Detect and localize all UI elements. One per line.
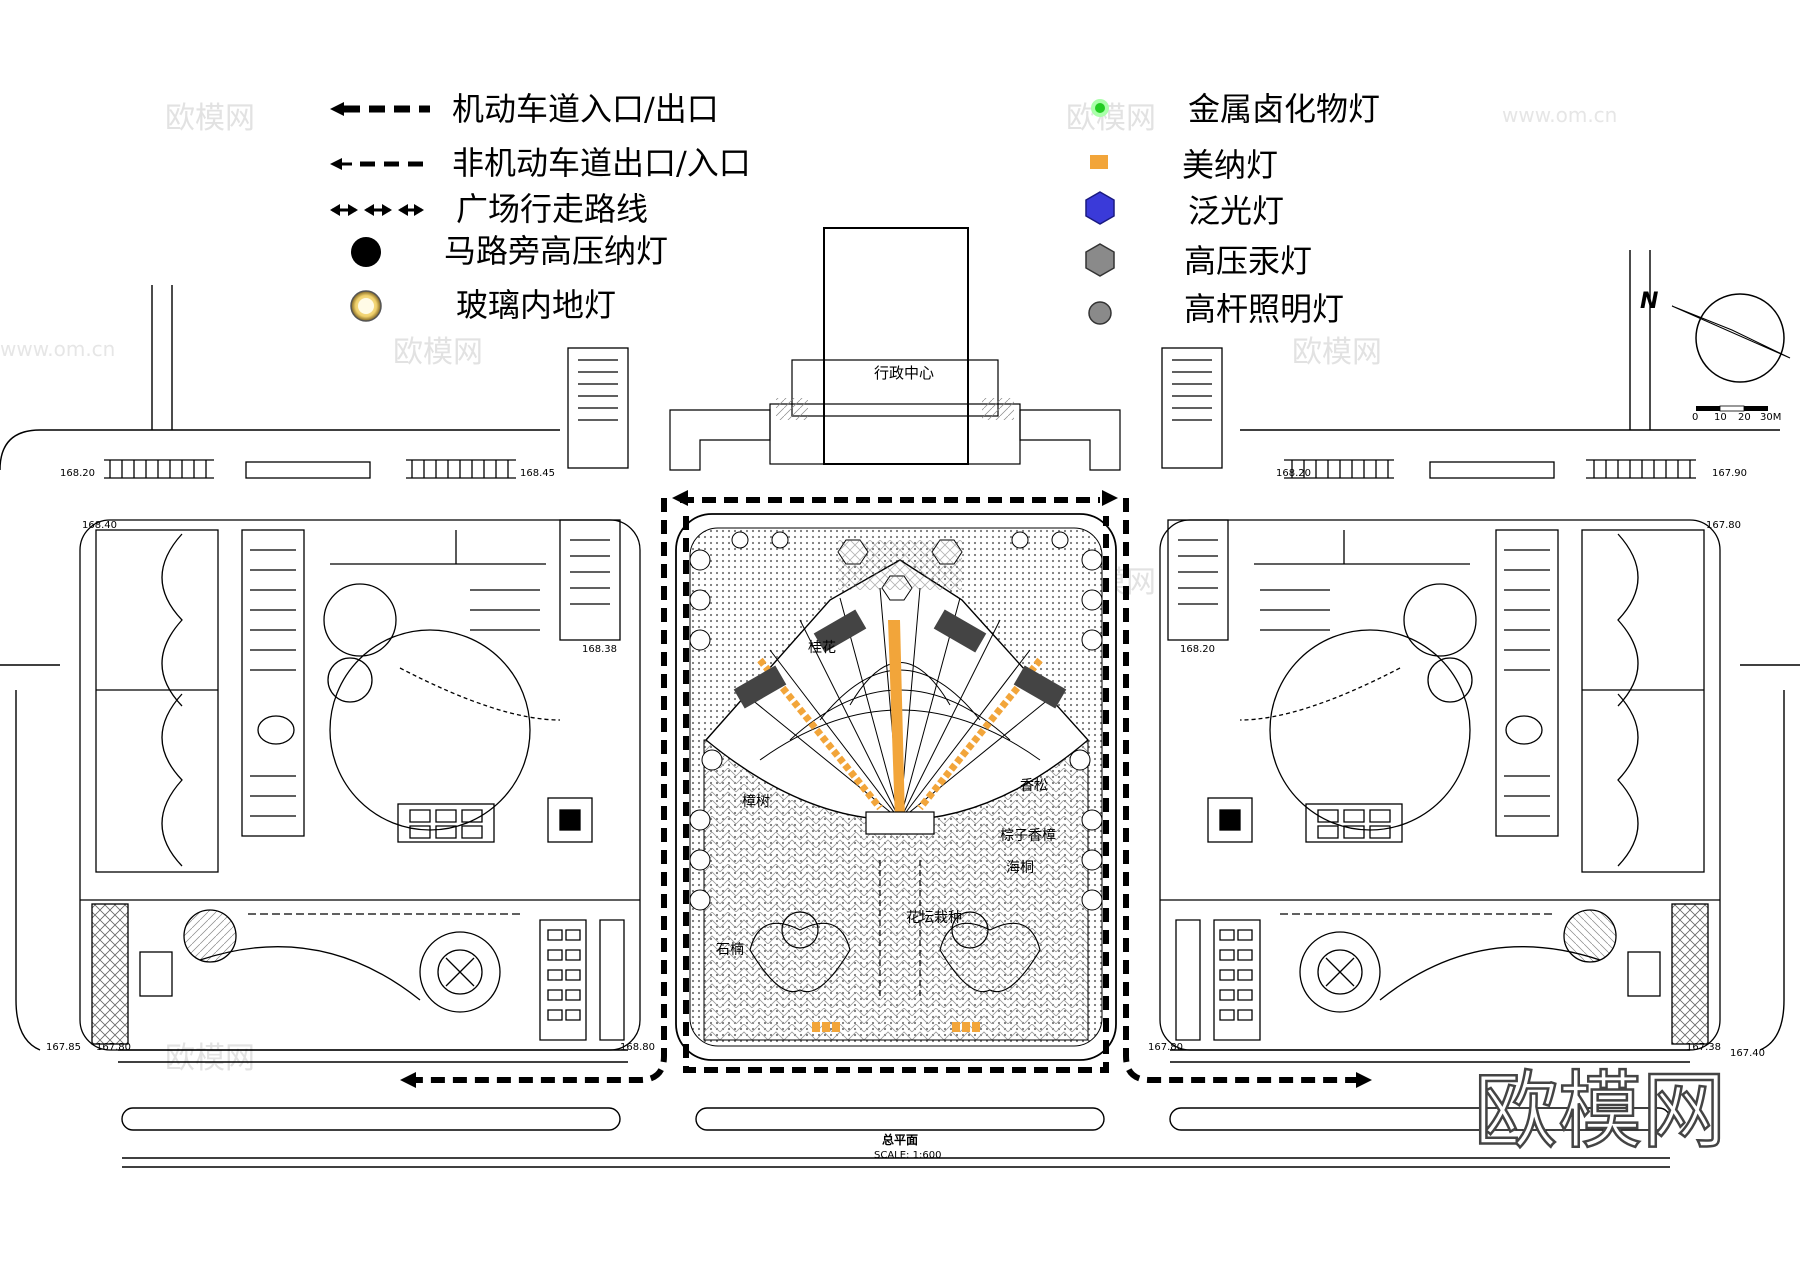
watermark-text: 欧模网 — [1292, 335, 1382, 370]
green-dot-icon — [1095, 103, 1105, 113]
svg-text:167.80: 167.80 — [1148, 1042, 1183, 1053]
road-network — [0, 250, 1800, 1168]
plant-label: 棕子香樟 — [1000, 827, 1056, 844]
legend-left: 机动车道入口/出口 非机动车道出口/入口 广场行走路线 马路旁高压纳灯 玻璃内地… — [330, 90, 751, 324]
legend-label-ground-lamp: 玻璃内地灯 — [456, 286, 616, 324]
svg-text:30M: 30M — [1760, 412, 1781, 423]
svg-text:168.38: 168.38 — [582, 644, 617, 655]
svg-text:167.38: 167.38 — [1686, 1042, 1721, 1053]
plant-label: 石楠 — [716, 942, 744, 958]
admin-building-label: 行政中心 — [874, 364, 934, 382]
plant-label: 海桐 — [1006, 860, 1034, 876]
svg-text:168.80: 168.80 — [620, 1042, 655, 1053]
blue-hexagon-icon — [1085, 191, 1115, 225]
svg-text:167.90: 167.90 — [1712, 468, 1747, 479]
compass-rose: N 0 10 20 30M — [1640, 289, 1791, 423]
svg-text:168.40: 168.40 — [82, 520, 117, 531]
legend-label-mena-lamp: 美纳灯 — [1182, 146, 1278, 184]
scale-bar: 0 10 20 30M — [1692, 405, 1781, 423]
admin-building: 行政中心 — [669, 227, 1121, 471]
right-block — [1159, 459, 1721, 1051]
svg-text:167.80: 167.80 — [96, 1042, 131, 1053]
legend-walk-route-symbol — [330, 204, 424, 216]
elevation-labels: 168.20 168.45 168.20 167.90 168.40 167.8… — [46, 468, 1765, 1059]
svg-text:20: 20 — [1738, 412, 1751, 423]
plant-label: 桂花 — [808, 640, 836, 656]
left-block — [79, 459, 641, 1051]
watermark-text: 欧模网 — [1066, 101, 1156, 136]
svg-text:168.45: 168.45 — [520, 468, 555, 479]
legend-label-roadside-lamp: 马路旁高压纳灯 — [444, 232, 668, 270]
legend-vehicle-entry-symbol — [330, 102, 430, 116]
plan-scale: SCALE: 1:600 — [874, 1150, 941, 1161]
svg-text:167.40: 167.40 — [1730, 1048, 1765, 1059]
vehicle-route — [410, 497, 1360, 1083]
black-dot-icon — [351, 237, 381, 267]
north-label: N — [1640, 289, 1658, 314]
route-arrows — [400, 490, 1372, 1088]
gray-dot-icon — [1088, 301, 1112, 325]
legend-label-metal-halide: 金属卤化物灯 — [1188, 90, 1380, 128]
plant-label: 花坛栽种 — [906, 910, 962, 926]
watermark-url: www.om.cn — [0, 337, 115, 361]
svg-text:0: 0 — [1692, 412, 1698, 423]
legend-label-floodlight: 泛光灯 — [1188, 192, 1284, 230]
orange-square-icon — [1090, 155, 1108, 169]
svg-text:167.80: 167.80 — [1706, 520, 1741, 531]
watermark-text: 欧模网 — [393, 335, 483, 370]
watermark-url: www.om.cn — [1502, 103, 1617, 127]
plant-label: 樟树 — [742, 793, 770, 810]
legend-label-walk-route: 广场行走路线 — [456, 190, 648, 228]
svg-text:167.85: 167.85 — [46, 1042, 81, 1053]
legend-nonvehicle-entry-symbol — [330, 158, 430, 170]
legend-label-mercury-lamp: 高压汞灯 — [1184, 242, 1312, 280]
svg-text:10: 10 — [1714, 412, 1727, 423]
legend-label-vehicle-entry: 机动车道入口/出口 — [452, 90, 719, 128]
legend-label-nonvehicle-entry: 非机动车道出口/入口 — [452, 144, 751, 182]
plant-label: 香松 — [1020, 778, 1048, 794]
svg-text:168.20: 168.20 — [60, 468, 95, 479]
brand-watermark: 欧模网 — [1474, 1062, 1726, 1160]
gray-hexagon-icon — [1085, 243, 1115, 277]
plan-title: 总平面 — [882, 1132, 918, 1147]
legend-label-pole-light: 高杆照明灯 — [1184, 290, 1344, 328]
legend-right: 金属卤化物灯 美纳灯 泛光灯 高压汞灯 高杆照明灯 — [1085, 90, 1380, 328]
central-plaza: 桂花 樟树 香松 棕子香樟 海桐 石楠 花坛栽种 — [675, 513, 1117, 1061]
watermark-text: 欧模网 — [165, 101, 255, 136]
svg-text:168.20: 168.20 — [1180, 644, 1215, 655]
watermark-text: 欧模网 — [165, 1041, 255, 1076]
svg-text:168.20: 168.20 — [1276, 468, 1311, 479]
